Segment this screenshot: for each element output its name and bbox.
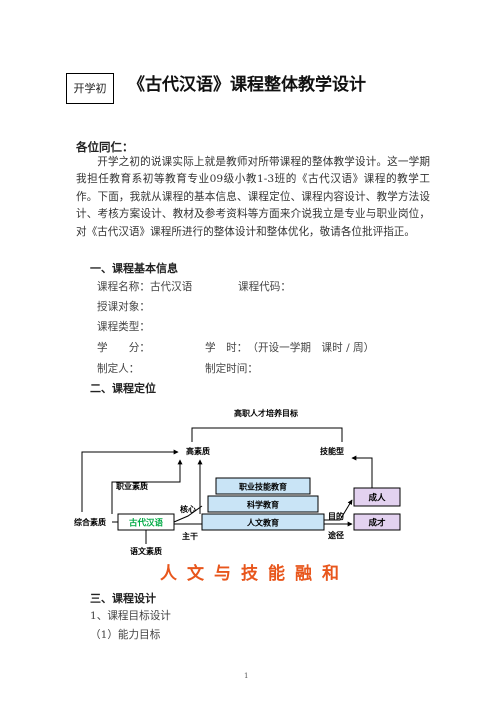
box-talent xyxy=(353,513,401,531)
intro-paragraph: 开学之初的说课实际上就是教师对所带课程的整体教学设计。这一学期我担任教育系初等教… xyxy=(76,156,430,238)
course-box-label: 古代汉语 xyxy=(129,518,164,529)
document-tag-box: 开学初 xyxy=(66,73,114,104)
section-heading-design: 三、课程设计 xyxy=(90,592,156,605)
label-skill-type: 技能型 xyxy=(320,446,344,456)
course-code-line: 课程代码： xyxy=(238,281,291,293)
tier-science xyxy=(207,495,319,513)
box-talent-label: 成才 xyxy=(368,518,386,529)
date-line: 制定时间： xyxy=(205,363,258,375)
label-language-quality: 语文素质 xyxy=(130,546,162,556)
page-number: 1 xyxy=(244,672,249,680)
top-bracket xyxy=(191,427,343,442)
tier-science-label: 科学教育 xyxy=(247,500,279,510)
left-loop-arrow xyxy=(81,449,179,512)
box-adult-label: 成人 xyxy=(368,493,386,504)
label-comprehensive-quality: 综合素质 xyxy=(74,517,106,527)
label-goal: 目的 xyxy=(328,511,344,521)
audience-line: 授课对象： xyxy=(97,301,150,313)
tier-humanities xyxy=(201,513,325,531)
course-type-line: 课程类型： xyxy=(97,321,150,333)
subheading-ability-goals: （1）能力目标 xyxy=(90,629,161,641)
label-high-quality: 高素质 xyxy=(186,446,210,456)
course-positioning-diagram: 高职人才培养目标 高素质 技能型 职业素质 综合素质 古代汉语 语文素质 核心 … xyxy=(74,408,401,556)
slogan-banner: 人文与技能融和 xyxy=(160,564,349,584)
subheading-objective-design: 1、课程目标设计 xyxy=(90,610,171,622)
tier-vocational-skill xyxy=(215,477,311,495)
document-title: 《古代汉语》课程整体教学设计 xyxy=(128,75,366,95)
tier-humanities-label: 人文教育 xyxy=(247,518,279,528)
right-loop-arrow xyxy=(351,455,373,488)
label-core: 核心 xyxy=(180,504,196,514)
vocational-arrow xyxy=(111,459,183,494)
label-main: 主干 xyxy=(182,531,198,541)
tier-vocational-skill-label: 职业技能教育 xyxy=(239,482,287,492)
goal-arrow xyxy=(324,499,353,521)
section-heading-positioning: 二、课程定位 xyxy=(90,382,156,395)
greeting: 各位同仁： xyxy=(76,140,134,154)
credit-line: 学 分： xyxy=(97,342,150,354)
course-name-line: 课程名称：古代汉语 xyxy=(97,281,193,293)
hours-line: 学 时： （开设一学期 课时 / 周） xyxy=(205,342,375,354)
section-heading-basic-info: 一、课程基本信息 xyxy=(90,262,178,275)
diagram-top-label: 高职人才培养目标 xyxy=(234,408,298,418)
label-vocational-quality: 职业素质 xyxy=(116,481,148,491)
author-line: 制定人： xyxy=(97,363,140,375)
core-connector xyxy=(173,505,203,523)
label-path: 途径 xyxy=(328,530,344,540)
box-adult xyxy=(353,487,401,507)
